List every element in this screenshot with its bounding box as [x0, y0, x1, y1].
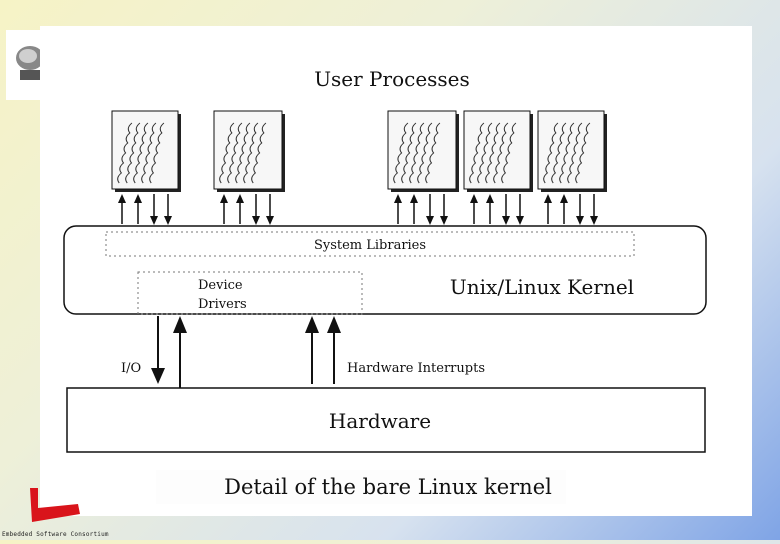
- footer-logo: Embedded Software Consortium: [0, 486, 110, 540]
- process-up-arrowhead: [486, 194, 494, 203]
- io-up-arrowhead: [173, 316, 187, 333]
- io-label: I/O: [121, 361, 141, 376]
- drivers-label: Drivers: [198, 297, 247, 312]
- process-box: [112, 111, 178, 189]
- footer-consortium-text: Embedded Software Consortium: [2, 531, 109, 538]
- process-down-arrowhead: [502, 216, 510, 225]
- process-down-arrowhead: [266, 216, 274, 225]
- interrupt-arrowhead-1: [305, 316, 319, 333]
- process-down-arrowhead: [426, 216, 434, 225]
- io-down-arrowhead: [151, 368, 165, 384]
- interrupt-arrowhead-2: [327, 316, 341, 333]
- process-down-arrowhead: [164, 216, 172, 225]
- kernel-label: Unix/Linux Kernel: [450, 275, 634, 299]
- process-up-arrowhead: [544, 194, 552, 203]
- process-up-arrowhead: [560, 194, 568, 203]
- process-down-arrowhead: [440, 216, 448, 225]
- process-arrows: [118, 194, 598, 225]
- process-down-arrowhead: [516, 216, 524, 225]
- system-libraries-label: System Libraries: [314, 238, 426, 253]
- diagram-caption: Detail of the bare Linux kernel: [224, 475, 552, 499]
- process-up-arrowhead: [236, 194, 244, 203]
- process-down-arrowhead: [576, 216, 584, 225]
- process-up-arrowhead: [410, 194, 418, 203]
- user-processes-title: User Processes: [314, 67, 470, 91]
- process-up-arrowhead: [394, 194, 402, 203]
- process-box: [464, 111, 530, 189]
- process-up-arrowhead: [118, 194, 126, 203]
- process-up-arrowhead: [134, 194, 142, 203]
- hardware-label: Hardware: [329, 409, 431, 433]
- process-box: [538, 111, 604, 189]
- process-down-arrowhead: [590, 216, 598, 225]
- process-up-arrowhead: [220, 194, 228, 203]
- process-down-arrowhead: [150, 216, 158, 225]
- process-boxes: [112, 111, 607, 192]
- device-label: Device: [198, 278, 243, 293]
- process-up-arrowhead: [470, 194, 478, 203]
- process-box: [388, 111, 456, 189]
- hardware-interrupts-label: Hardware Interrupts: [347, 361, 485, 376]
- process-down-arrowhead: [252, 216, 260, 225]
- process-box: [214, 111, 282, 189]
